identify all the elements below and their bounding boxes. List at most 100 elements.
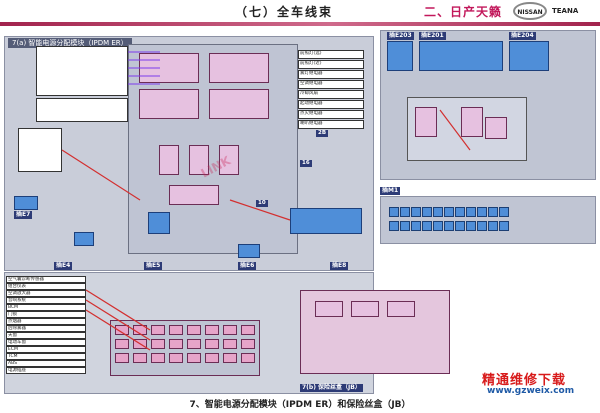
pin <box>389 207 399 217</box>
jb-label: 电源插座 <box>6 367 86 374</box>
connector-e8 <box>290 208 362 234</box>
jb-label: 后除雾器 <box>6 325 86 332</box>
pin <box>477 207 487 217</box>
jb-label: 点烟器 <box>6 318 86 325</box>
connector-e8-tag: 插E8 <box>330 262 349 270</box>
fuse <box>151 325 165 335</box>
relay-block <box>139 89 199 119</box>
fuse <box>115 353 129 363</box>
fuse <box>115 325 129 335</box>
fuse <box>187 325 201 335</box>
fuse <box>187 353 201 363</box>
relay-block <box>189 145 209 175</box>
right-label: 点火继电器 <box>298 110 364 119</box>
fuse <box>133 353 147 363</box>
connector-e201-tag: 插E201 <box>419 32 446 40</box>
watermark-cn: 精通维修下载 <box>482 373 567 388</box>
jb-label: 空调放大器 <box>6 290 86 297</box>
fuse <box>115 339 129 349</box>
connector-e4 <box>74 232 94 246</box>
ipdm-panel-title: 7(a) 智能电源分配模块（IPDM ER） <box>8 38 132 48</box>
fuse <box>151 339 165 349</box>
jb-label: ABS <box>6 360 86 367</box>
watermark-url: www.gzweix.com <box>487 386 575 396</box>
jb-fuse-grid <box>110 320 260 376</box>
pin <box>455 221 465 231</box>
connector-e5-tag: 插E5 <box>144 262 163 270</box>
pin <box>466 207 476 217</box>
relay-block <box>139 53 199 83</box>
model-name: TEANA <box>552 7 579 15</box>
jb-label: 空气囊诊断传感器 <box>6 276 86 283</box>
fuse <box>151 353 165 363</box>
connector-e201-body <box>419 41 503 71</box>
fuse <box>205 325 219 335</box>
connector-e5 <box>148 212 170 234</box>
relay-block <box>169 185 219 205</box>
connector-e204-tag: 插E204 <box>509 32 536 40</box>
jb-label-column: 空气囊诊断传感器 组合仪表 空调放大器 音响系统 BCM 门锁 点烟器 后除雾器… <box>6 276 86 374</box>
fuse <box>169 339 183 349</box>
pin <box>477 221 487 231</box>
pin <box>400 221 410 231</box>
jb-label: TCM <box>6 353 86 360</box>
connector-e204-body <box>509 41 549 71</box>
callout-16: 16 <box>300 160 312 167</box>
fuse <box>169 325 183 335</box>
pin <box>499 207 509 217</box>
chapter-title: （七）全车线束 <box>235 5 334 19</box>
pin <box>433 207 443 217</box>
label-box <box>36 98 128 122</box>
pin <box>444 207 454 217</box>
right-label: 前照灯(近) <box>298 60 364 69</box>
pin <box>466 221 476 231</box>
label-box <box>36 46 128 96</box>
callout-2b: 2B <box>316 130 329 137</box>
fuse <box>133 325 147 335</box>
relay-socket <box>387 301 415 317</box>
pin <box>433 221 443 231</box>
fuse <box>205 339 219 349</box>
right-label: 前照灯(远) <box>298 50 364 59</box>
connector-e7 <box>14 196 38 210</box>
pin <box>422 207 432 217</box>
connector-m1 <box>380 196 596 244</box>
jb-label: 组合仪表 <box>6 283 86 290</box>
fuse <box>223 339 237 349</box>
jb-panel-title: 7(b) 保险丝盒（JB） <box>300 384 363 392</box>
brand-title: 二、日产天籁 <box>424 5 503 19</box>
relay-socket <box>351 301 379 317</box>
pin <box>499 221 509 231</box>
right-label: 雾灯继电器 <box>298 70 364 79</box>
jb-label: 电动车窗 <box>6 339 86 346</box>
callout-10: 10 <box>256 200 268 207</box>
relay-socket <box>415 107 437 137</box>
m1-pins-top <box>389 207 510 218</box>
connector-e203-tag: 插E203 <box>387 32 414 40</box>
fuse <box>241 325 255 335</box>
right-label: 起动继电器 <box>298 100 364 109</box>
page-header: （七）全车线束 二、日产天籁 NISSAN TEANA <box>0 0 600 26</box>
connector-e203-body <box>387 41 413 71</box>
connector-panel: 插E203 插E201 插E204 <box>380 30 596 180</box>
pin <box>389 221 399 231</box>
relay-socket <box>485 117 507 139</box>
right-label: 冷却风扇 <box>298 90 364 99</box>
connector-m1-tag: 插M1 <box>380 187 401 195</box>
jb-label: BCM <box>6 304 86 311</box>
fuse <box>205 353 219 363</box>
m1-pins-bottom <box>389 221 510 232</box>
relay-block <box>209 89 269 119</box>
pin <box>444 221 454 231</box>
fuse <box>169 353 183 363</box>
pin <box>488 207 498 217</box>
figure-caption: 7、智能电源分配模块（IPDM ER）和保险丝盒（JB） <box>189 400 411 410</box>
connector-e6 <box>238 244 260 258</box>
fuse <box>223 353 237 363</box>
jb-label: 音响系统 <box>6 297 86 304</box>
relay-block <box>219 145 239 175</box>
right-label: 喇叭继电器 <box>298 120 364 129</box>
pin <box>455 207 465 217</box>
jb-label: 天窗 <box>6 332 86 339</box>
nissan-logo: NISSAN <box>513 2 547 20</box>
